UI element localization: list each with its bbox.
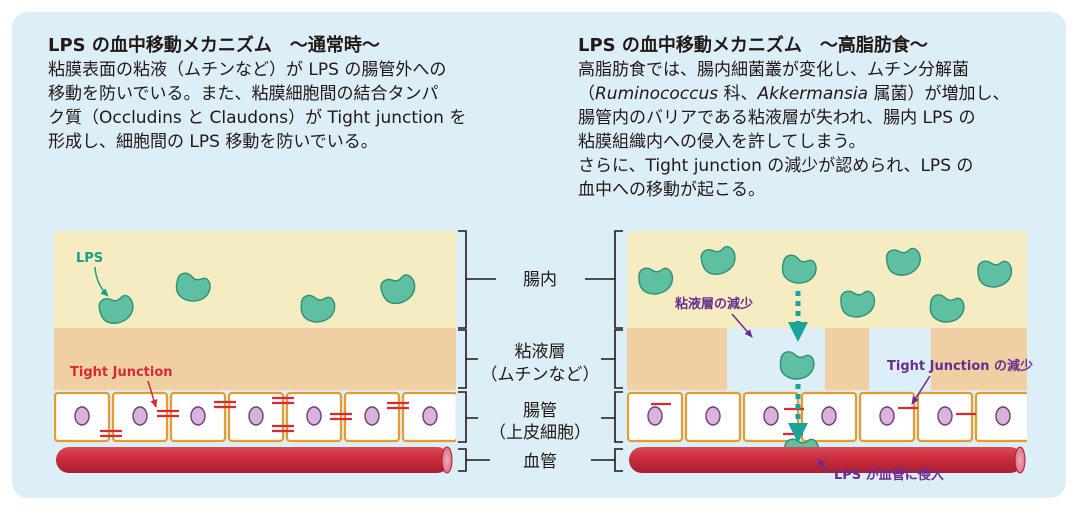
- akkermansia-italic: Akkermansia: [757, 84, 869, 104]
- right-blood-vessel: [629, 446, 1026, 474]
- lps-molecule: [98, 295, 134, 324]
- label-epithelium: 腸管: [523, 401, 557, 421]
- cell-nucleus: [422, 406, 438, 426]
- tj-decrease-label: Tight Junction の減少: [887, 358, 1033, 374]
- lps-molecule: [638, 267, 674, 295]
- cell-nucleus: [74, 406, 90, 426]
- tj-decrease-pointer-arrow: [911, 375, 931, 405]
- cell-nucleus: [364, 406, 380, 426]
- lps-molecule: [977, 260, 1013, 288]
- center-brackets: [458, 230, 623, 472]
- tight-junction-pointer-arrow: [147, 380, 158, 408]
- mucus-decrease-pointer-arrow: [731, 313, 753, 338]
- right-mucus-patch-3: [931, 328, 1027, 390]
- left-line-1: 粘膜表面の粘液（ムチンなど）が LPS の腸管外への: [48, 60, 447, 80]
- right-diagram: [627, 231, 1027, 443]
- label-mucus-layer: 粘液層: [515, 342, 566, 362]
- lps-molecule: [175, 272, 211, 302]
- lps-invasion-label: LPS が血管に侵入: [834, 467, 944, 483]
- lps-molecule: [700, 246, 736, 275]
- mucus-decrease-label: 粘液層の減少: [674, 296, 753, 312]
- lps-molecule: [885, 247, 921, 276]
- label-epithelium-sub: （上皮細胞）: [489, 423, 591, 443]
- left-title: LPS の血中移動メカニズム ～通常時～: [48, 35, 380, 56]
- cell-nucleus: [647, 406, 663, 426]
- right-title: LPS の血中移動メカニズム ～高脂肪食～: [578, 35, 928, 56]
- cell-nucleus: [248, 406, 264, 426]
- label-mucus-sub: （ムチンなど）: [481, 365, 600, 385]
- right-line-5: さらに、Tight junction の減少が認められ、LPS の: [578, 156, 974, 176]
- cell-nucleus: [995, 406, 1011, 426]
- right-line-6: 血中への移動が起こる。: [578, 180, 765, 200]
- lps-molecule: [929, 294, 965, 323]
- right-line-4: 粘膜組織内への侵入を許してしまう。: [578, 132, 866, 152]
- left-line-4: 形成し、細胞間の LPS 移動を防いでいる。: [48, 132, 378, 152]
- left-text-block: LPS の血中移動メカニズム ～通常時～ 粘膜表面の粘液（ムチンなど）が LPS…: [48, 34, 466, 154]
- lps-label: LPS: [76, 251, 103, 266]
- ruminococcus-italic: Ruminococcus: [595, 84, 719, 104]
- cell-nucleus: [763, 406, 779, 426]
- cell-nucleus: [821, 406, 837, 426]
- right-mucus-patch-1: [627, 328, 727, 390]
- tight-junction-label: Tight Junction: [70, 365, 173, 380]
- lps-invasion-pointer-arrow: [817, 458, 829, 474]
- left-diagram: [54, 231, 456, 443]
- lps-molecule: [300, 294, 336, 323]
- cell-nucleus: [879, 406, 895, 426]
- right-text-block: LPS の血中移動メカニズム ～高脂肪食～ 高脂肪食では、腸内細菌叢が変化し、ム…: [578, 34, 1009, 202]
- lps-molecule: [781, 254, 817, 284]
- right-lumen-layer: [627, 231, 1027, 328]
- right-line-1: 高脂肪食では、腸内細菌叢が変化し、ムチン分解菌: [578, 60, 969, 80]
- cell-nucleus: [705, 406, 721, 426]
- right-line-2: （Ruminococcus 科、Akkermansia 属菌）が増加し、: [578, 84, 1010, 104]
- left-line-3: ク質（Occludins と Claudons）が Tight junction…: [48, 108, 467, 128]
- lps-molecule: [840, 290, 876, 318]
- label-lumen: 腸内: [523, 270, 557, 290]
- left-line-2: 移動を防いでいる。また、粘膜細胞間の結合タンパ: [48, 84, 439, 104]
- left-mucus-layer: [54, 328, 456, 390]
- lps-molecule: [380, 274, 416, 305]
- cell-nucleus: [306, 406, 322, 426]
- left-blood-vessel: [56, 446, 453, 474]
- cell-nucleus: [132, 406, 148, 426]
- label-blood-vessel: 血管: [523, 452, 557, 472]
- lps-molecule: [779, 351, 815, 380]
- cell-nucleus: [190, 406, 206, 426]
- cell-nucleus: [937, 406, 953, 426]
- right-mucus-patch-2: [825, 328, 869, 390]
- right-line-3: 腸管内のバリアである粘液層が失われ、腸内 LPS の: [578, 108, 976, 128]
- lps-pointer-arrow: [94, 266, 109, 297]
